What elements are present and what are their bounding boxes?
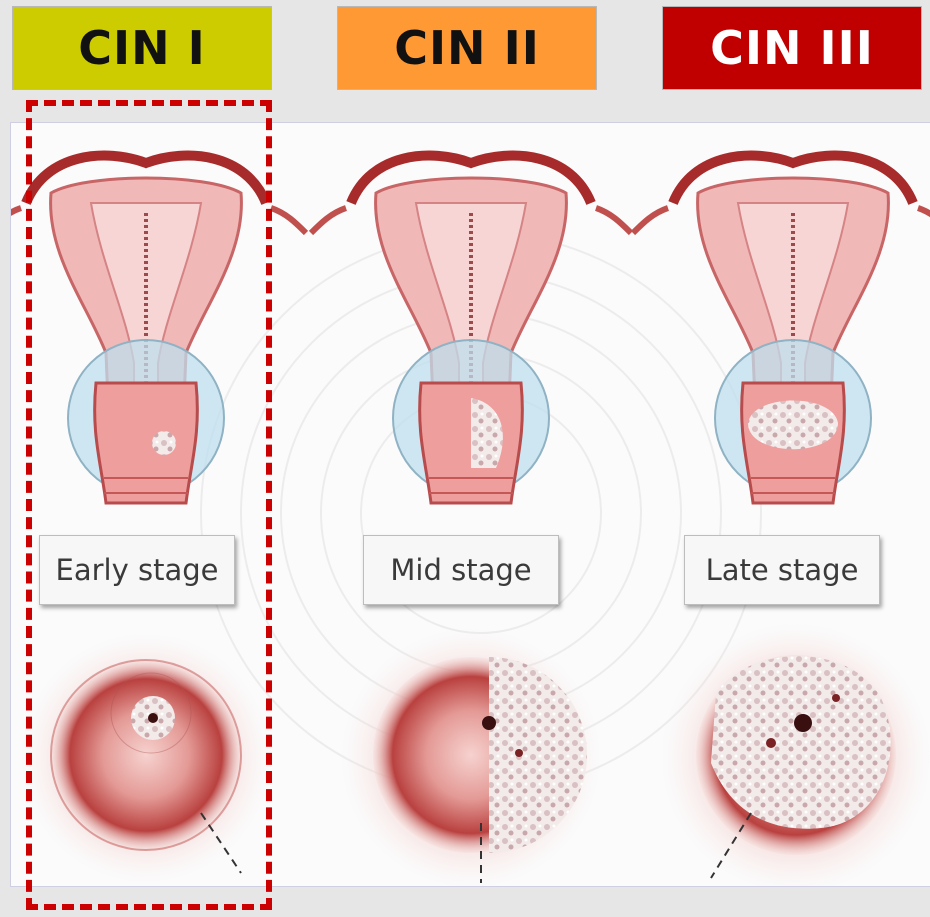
- cervix-view-mid: [341, 628, 601, 887]
- grade-header-cin-3: CIN III: [662, 6, 922, 90]
- cin1-highlight-box: [26, 100, 272, 910]
- stage-label-mid: Mid stage: [363, 535, 559, 605]
- grade-header-cin-1: CIN I: [12, 6, 272, 90]
- uterus-diagram-late: [633, 156, 930, 503]
- grade-header-cin-2: CIN II: [337, 6, 597, 90]
- stage-label-late: Late stage: [684, 535, 880, 605]
- cervix-view-late: [661, 623, 930, 887]
